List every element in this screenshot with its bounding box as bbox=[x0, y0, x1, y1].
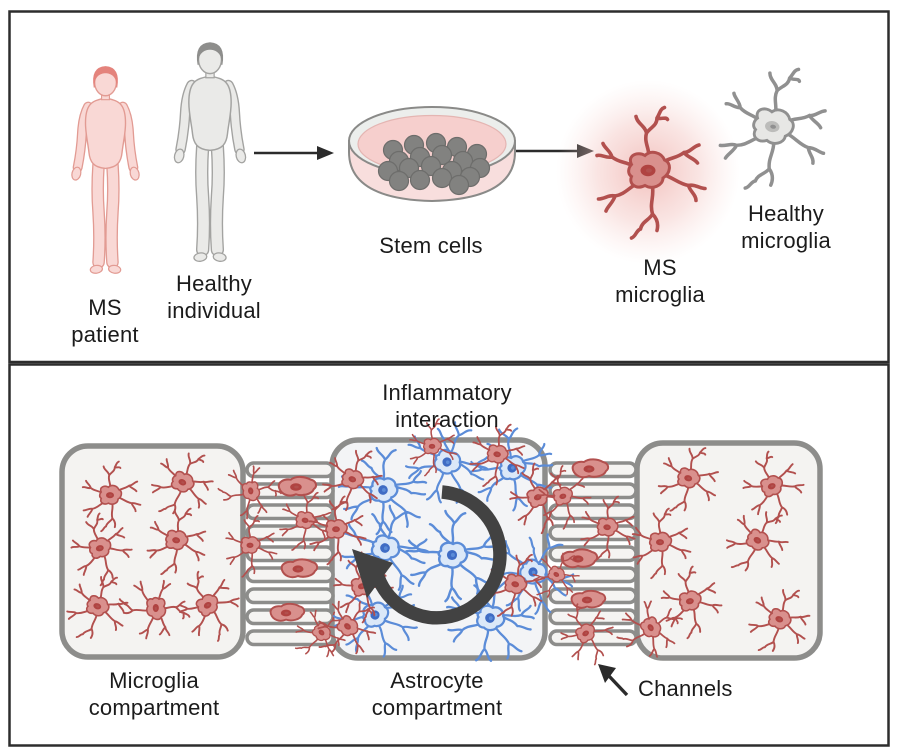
petri-dish bbox=[348, 106, 516, 203]
bottom-panel-scene bbox=[8, 363, 890, 747]
microglia-compartment-label: Microglia compartment bbox=[88, 668, 220, 720]
inflammatory-cycle-arrow bbox=[352, 485, 507, 625]
astrocyte-compartment-label: Astrocyte compartment bbox=[371, 668, 503, 720]
ms-patient-label: MS patient bbox=[71, 295, 139, 347]
channels-left bbox=[245, 461, 335, 647]
healthy-microglia-label: Healthy microglia bbox=[741, 201, 831, 253]
stem-cell-cluster bbox=[377, 132, 491, 196]
healthy-individual-label: Healthy individual bbox=[167, 271, 261, 323]
top-panel-scene bbox=[8, 10, 890, 364]
stem-cells-label: Stem cells bbox=[379, 233, 483, 258]
flow-arrow-left bbox=[254, 146, 334, 160]
channels-label: Channels bbox=[638, 676, 733, 701]
inflammatory-interaction-label: Inflammatory interaction bbox=[382, 380, 512, 432]
microglia-compartment-box bbox=[59, 443, 246, 660]
channels-pointer-arrow bbox=[598, 664, 629, 697]
ms-microglia-label: MS microglia bbox=[615, 255, 705, 307]
